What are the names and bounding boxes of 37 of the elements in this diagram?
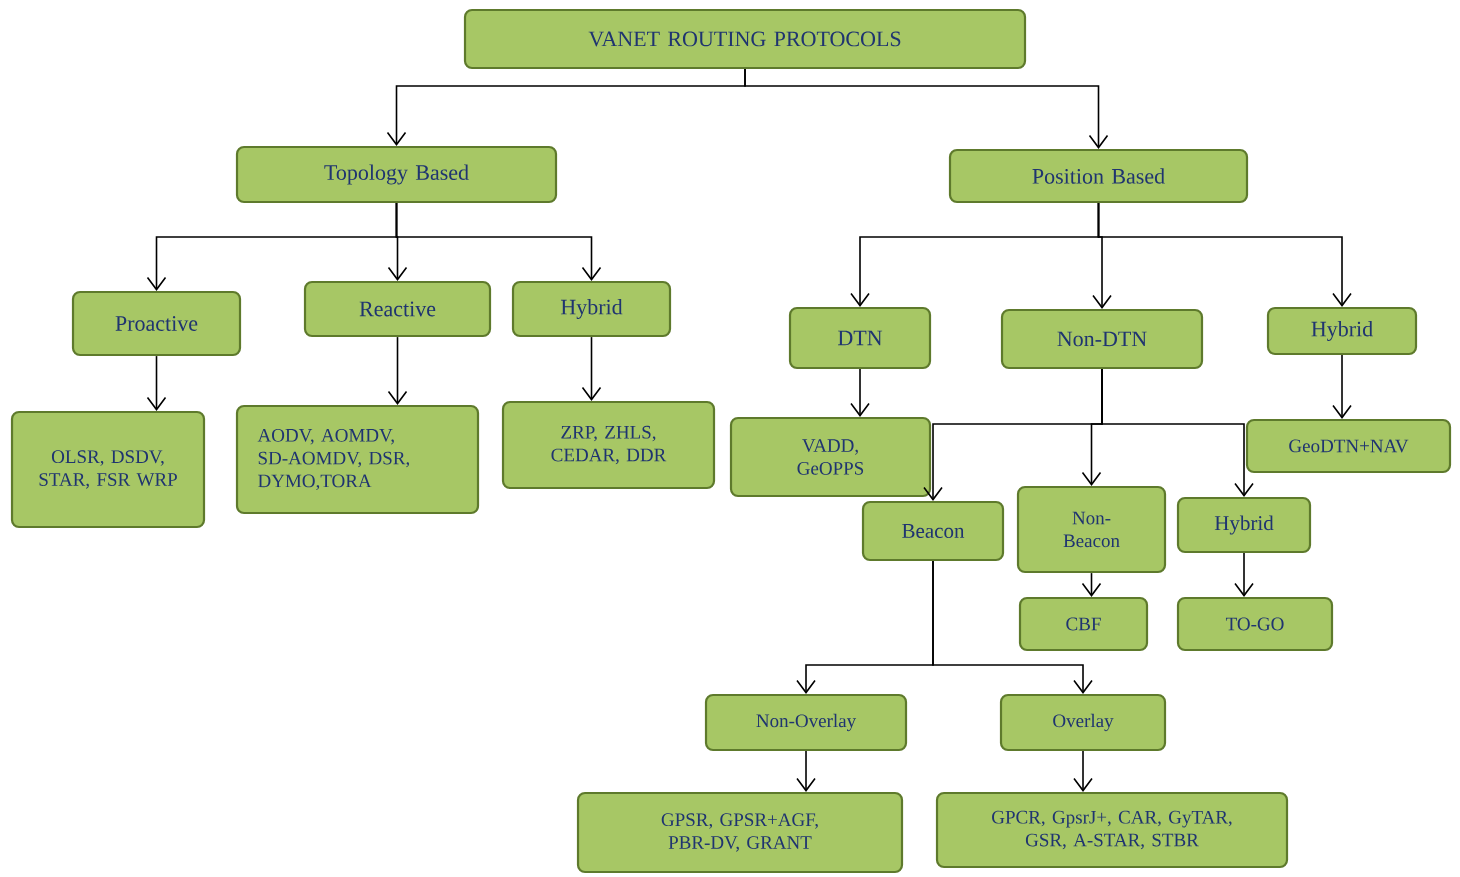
arrow [395, 202, 602, 281]
arrow [1101, 368, 1254, 497]
arrow [796, 750, 816, 792]
protocol-box: Non-Beacon [1016, 485, 1167, 574]
arrow [1081, 572, 1102, 597]
arrow [581, 336, 602, 401]
arrow [1097, 202, 1352, 307]
protocol-box: DTN [788, 306, 932, 370]
arrow [932, 560, 1093, 694]
protocol-box: AODV, AOMDV, SD-AOMDV, DSR, DYMO,TORA [235, 404, 480, 515]
protocol-box: Non-DTN [1000, 308, 1204, 370]
protocol-box: Non-Overlay [704, 693, 908, 752]
protocol-box: VADD, GeOPPS [729, 416, 932, 498]
protocol-box: GPSR, GPSR+AGF, PBR-DV, GRANT [576, 791, 904, 874]
arrow [1332, 354, 1352, 419]
protocol-box: GPCR, GpsrJ+, CAR, GyTAR, GSR, A-STAR, STBR [935, 791, 1289, 869]
protocol-box: Beacon [861, 500, 1005, 562]
protocol-box: Proactive [71, 290, 242, 357]
protocol-box: Overlay [999, 693, 1167, 752]
category-box: Topology Based [235, 145, 558, 204]
arrow [850, 368, 870, 417]
protocol-box: Hybrid [511, 280, 672, 338]
arrow [1234, 552, 1254, 597]
protocol-box: Reactive [303, 280, 492, 338]
arrow [744, 68, 1109, 149]
arrow [387, 336, 408, 405]
protocol-box: Hybrid [1176, 496, 1312, 554]
arrow [1073, 750, 1093, 792]
protocol-box: ZRP, ZHLS, CEDAR, DDR [501, 400, 716, 490]
protocol-box: OLSR, DSDV, STAR, FSR WRP [10, 410, 206, 529]
category-box: VANET ROUTING PROTOCOLS [463, 8, 1027, 70]
protocol-box: TO-GO [1176, 596, 1334, 652]
category-box: Position Based [948, 148, 1249, 204]
protocol-box: CBF [1018, 596, 1149, 652]
protocol-box: GeoDTN+NAV [1245, 418, 1452, 474]
protocol-box: Hybrid [1266, 306, 1418, 356]
arrow [146, 355, 167, 411]
